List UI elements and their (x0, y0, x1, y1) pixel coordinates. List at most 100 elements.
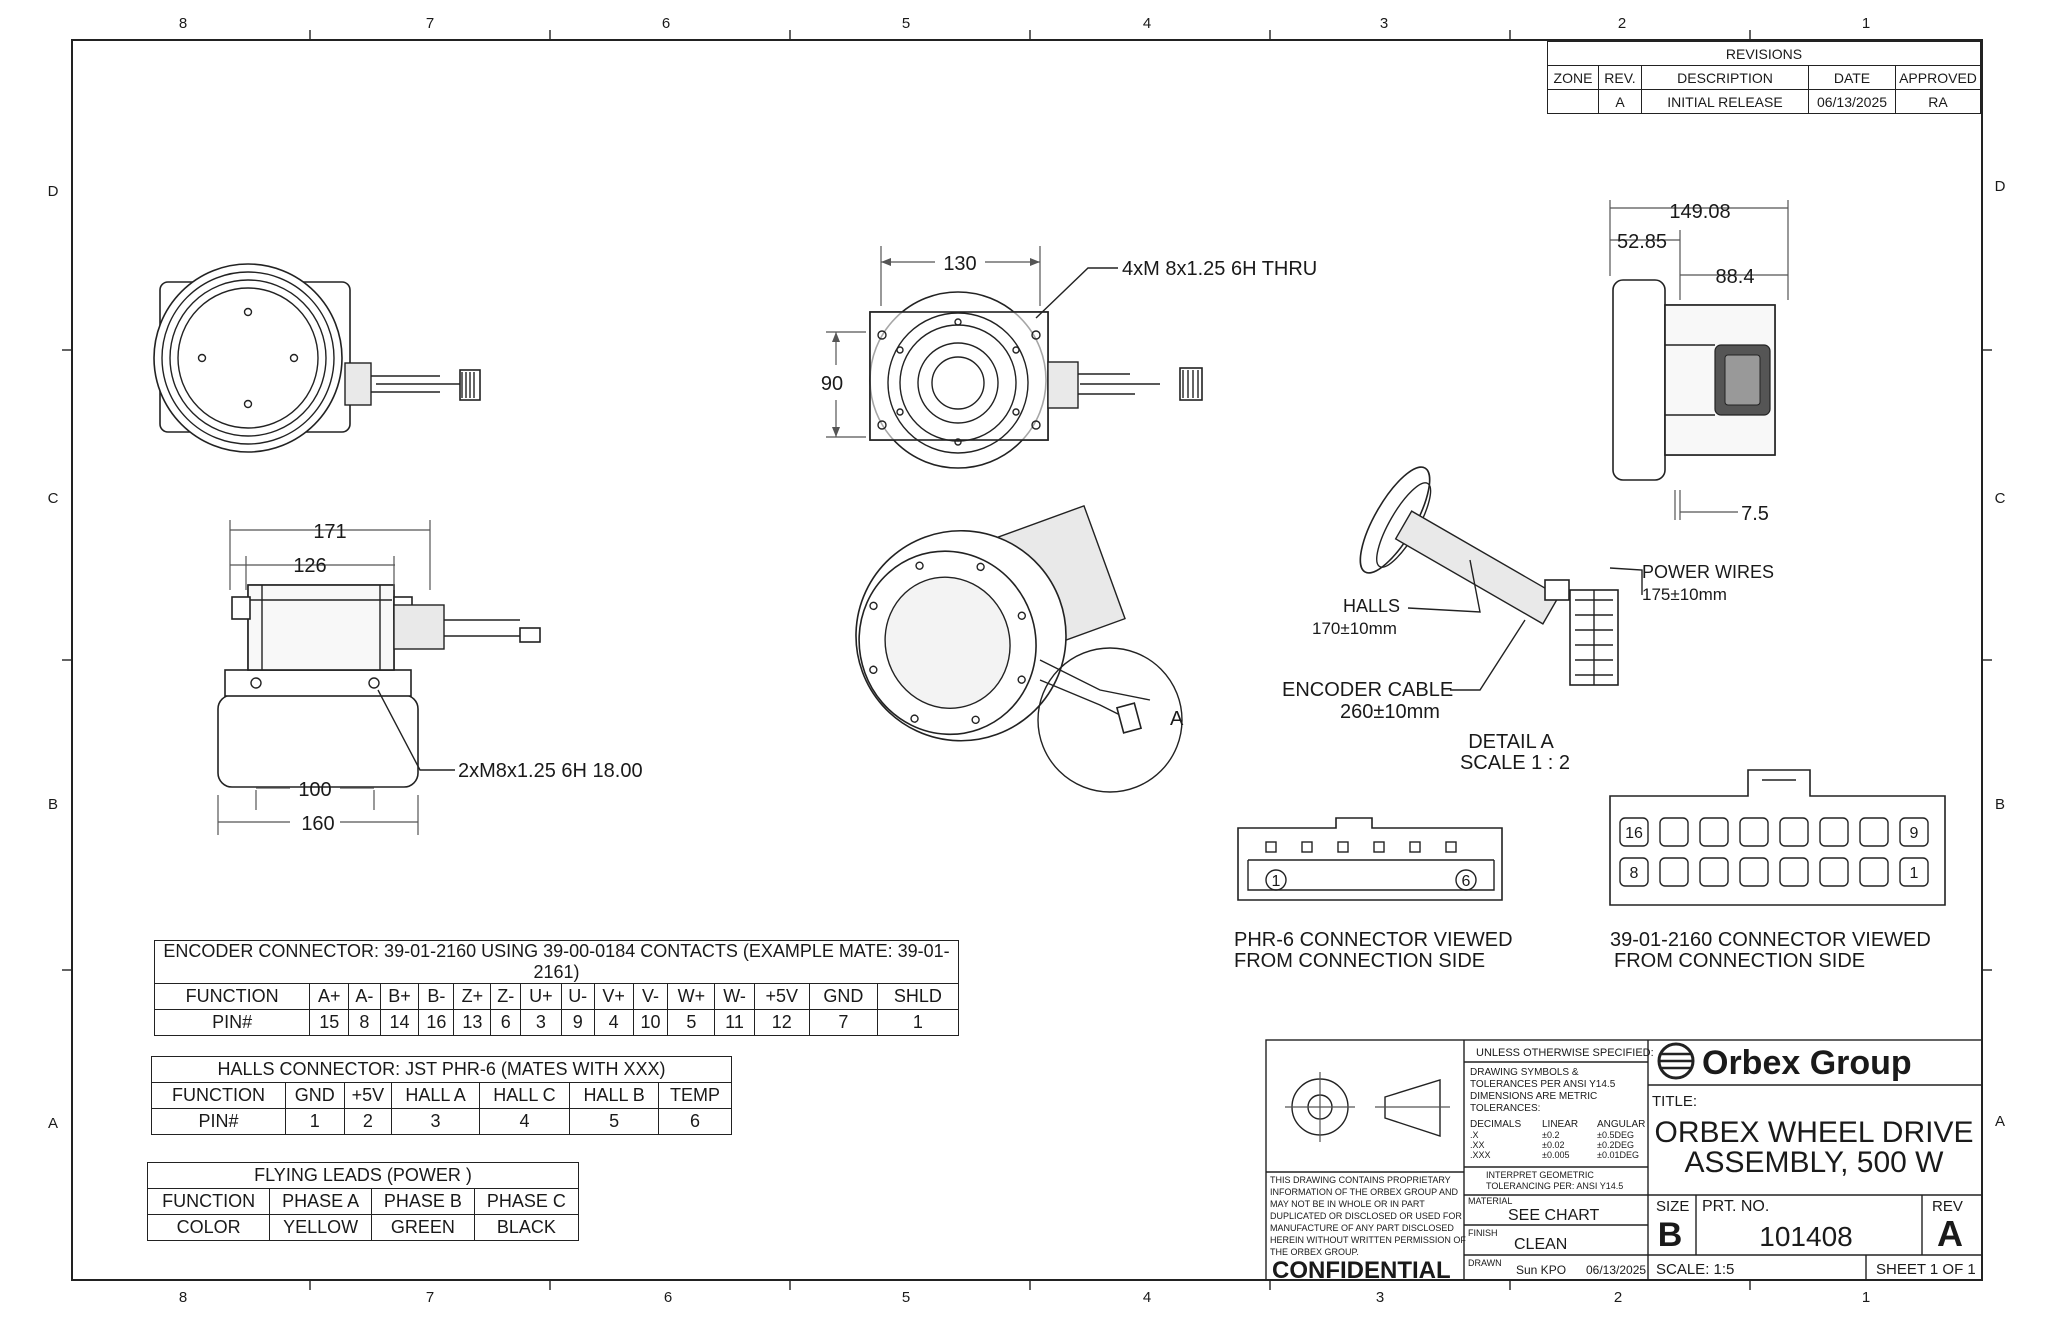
molex-pin-8: 8 (1630, 865, 1639, 882)
dim-side-c: 7.5 (1741, 503, 1769, 525)
zone-row-label: A (48, 1115, 58, 1132)
zone-col-label: 5 (902, 15, 910, 32)
zone-row-label: D (1995, 178, 2006, 195)
leads-table-cell: PHASE C (473, 1188, 580, 1215)
molex-pin-cavity (1659, 817, 1689, 847)
halls-table-title: HALLS CONNECTOR: JST PHR-6 (MATES WITH X… (151, 1056, 732, 1083)
dim-top-height: 90 (821, 373, 843, 395)
encoder-table-cell: B+ (379, 983, 420, 1010)
tb-size: B (1658, 1216, 1683, 1254)
dim-front-126: 126 (293, 555, 326, 577)
encoder-table-cell: V+ (593, 983, 634, 1010)
encoder-table-cell: A+ (309, 983, 350, 1010)
tb-proprietary-7: THE ORBEX GROUP. (1270, 1247, 1359, 1257)
encoder-table-cell: 8 (348, 1009, 381, 1036)
tb-finish: CLEAN (1514, 1236, 1567, 1253)
encoder-table-cell: 5 (667, 1009, 716, 1036)
halls-table-cell: 2 (343, 1108, 393, 1135)
tb-proprietary-5: MANUFACTURE OF ANY PART DISCLOSED (1270, 1223, 1454, 1233)
encoder-table-cell: 12 (753, 1009, 810, 1036)
encoder-connector-table: ENCODER CONNECTOR: 39-01-2160 USING 39-0… (153, 940, 960, 1036)
molex-pin-cavity (1779, 857, 1809, 887)
zone-ticks (62, 30, 1992, 1290)
detail-title: DETAIL A (1468, 731, 1554, 753)
phr-pin-6: 6 (1462, 873, 1471, 890)
encoder-table-cell: GND (808, 983, 878, 1010)
zone-row-label: C (1995, 490, 2006, 507)
encoder-table-cell: B- (418, 983, 455, 1010)
tb-tol-decimals: DECIMALS (1470, 1119, 1521, 1130)
tb-material-label: MATERIAL (1468, 1196, 1512, 1206)
tb-tol-x: .X (1470, 1130, 1479, 1140)
tb-drawn-label: DRAWN (1468, 1258, 1502, 1268)
encoder-table-cell: 4 (593, 1009, 634, 1036)
isometric-view: A (855, 504, 1184, 793)
encoder-table-cell: U- (560, 983, 595, 1010)
halls-table-cell: 3 (391, 1108, 480, 1135)
leads-table-cell: PHASE A (269, 1188, 372, 1215)
tb-proprietary-6: HEREIN WITHOUT WRITTEN PERMISSION OF (1270, 1235, 1466, 1245)
molex-pin-cavity (1819, 857, 1849, 887)
bottom-view (153, 263, 481, 453)
encoder-table-cell: 7 (808, 1009, 878, 1036)
encoder-table-cell: 15 (309, 1009, 350, 1036)
tb-size-label: SIZE (1656, 1198, 1689, 1215)
encoder-table-cell: 1 (876, 1009, 960, 1036)
rev-cell: A (1598, 89, 1642, 114)
dim-side-b: 88.4 (1716, 266, 1755, 288)
tb-title-line1: ORBEX WHEEL DRIVE (1655, 1116, 1974, 1149)
leads-table-title: FLYING LEADS (POWER ) (147, 1162, 579, 1189)
side-view: 149.08 52.85 88.4 7.5 (1609, 200, 1789, 525)
zone-col-label: 8 (179, 1289, 187, 1306)
encoder-table-cell: 6 (490, 1009, 522, 1036)
zone-row-label: A (1995, 1113, 2005, 1130)
molex-pin-9: 9 (1910, 825, 1919, 842)
encoder-cable-length: 260±10mm (1340, 701, 1440, 723)
tb-finish-label: FINISH (1468, 1228, 1498, 1238)
halls-table-cell: HALL B (569, 1082, 660, 1109)
dim-side-a: 52.85 (1617, 231, 1667, 253)
molex-pin-cavity (1699, 857, 1729, 887)
dim-front-100: 100 (298, 779, 331, 801)
encoder-table-cell: PIN# (153, 1009, 311, 1036)
encoder-table-cell: 10 (632, 1009, 669, 1036)
tb-tol-ang-x: ±0.5DEG (1597, 1130, 1634, 1140)
encoder-table-cell: W+ (667, 983, 716, 1010)
molex-pin-cavity (1899, 817, 1929, 847)
tb-drawn-date: 06/13/2025 (1586, 1263, 1646, 1277)
halls-table-cell: FUNCTION (150, 1082, 287, 1109)
tb-tol-ang-xxx: ±0.01DEG (1597, 1150, 1639, 1160)
tb-drawn-by: Sun KPO (1516, 1263, 1566, 1277)
tb-proprietary-3: MAY NOT BE IN WHOLE OR IN PART (1270, 1199, 1425, 1209)
halls-table-cell: PIN# (150, 1108, 287, 1135)
tb-tol-lin-x: ±0.2 (1542, 1130, 1559, 1140)
molex-pin-cavity (1739, 817, 1769, 847)
halls-table-cell: TEMP (658, 1082, 732, 1109)
dim-front-160: 160 (301, 813, 334, 835)
tb-tol-lin-xxx: ±0.005 (1542, 1150, 1569, 1160)
front-view: 171 126 100 160 2xM8x1.25 6H 18.00 (217, 520, 643, 835)
encoder-table-cell: 3 (520, 1009, 562, 1036)
encoder-table-title: ENCODER CONNECTOR: 39-01-2160 USING 39-0… (154, 940, 959, 984)
encoder-table-cell: SHLD (876, 983, 960, 1010)
phr6-connector-view: 1 6 PHR-6 CONNECTOR VIEWED FROM CONNECTI… (1234, 817, 1513, 972)
tb-tol-xxx: .XXX (1470, 1150, 1491, 1160)
leads-table-cell: PHASE B (370, 1188, 475, 1215)
zone-col-label: 7 (426, 1289, 434, 1306)
encoder-table-cell: V- (632, 983, 669, 1010)
detail-a-view: POWER WIRES 175±10mm HALLS 170±10mm ENCO… (1282, 466, 1774, 774)
tb-title-line2: ASSEMBLY, 500 W (1684, 1146, 1944, 1179)
dim-side-overall: 149.08 (1669, 201, 1730, 223)
zone-col-label: 3 (1376, 1289, 1384, 1306)
zone-col-label: 3 (1380, 15, 1388, 32)
molex-pin-cavity (1699, 817, 1729, 847)
encoder-table-cell: FUNCTION (153, 983, 311, 1010)
tb-title-label: TITLE: (1652, 1093, 1697, 1110)
dim-front-171: 171 (313, 521, 346, 543)
zone-col-label: 2 (1618, 15, 1626, 32)
revisions-table: REVISIONS ZONE REV. DESCRIPTION DATE APP… (1547, 41, 1981, 114)
tb-part-no: 101408 (1759, 1221, 1852, 1252)
phr-pin-1: 1 (1272, 873, 1281, 890)
tb-sheet: SHEET 1 OF 1 (1876, 1261, 1976, 1278)
